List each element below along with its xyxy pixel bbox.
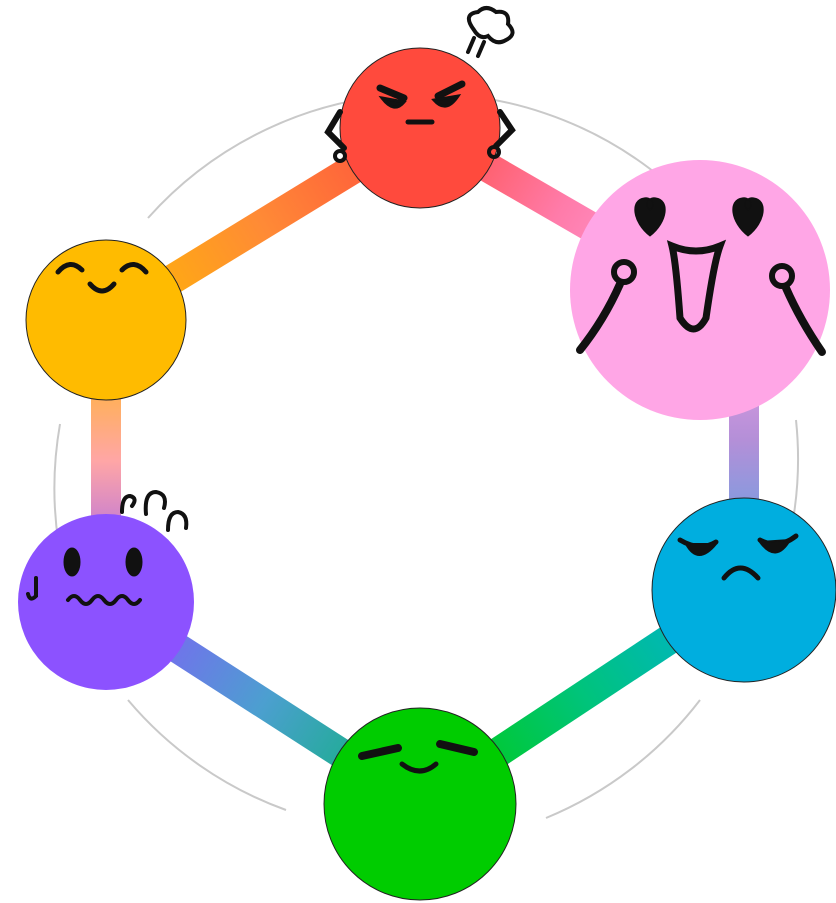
sad-face-icon	[677, 533, 799, 581]
happy-face-circle	[25, 239, 187, 401]
ring-arc-bottom-left	[127, 699, 287, 811]
content-face-circle	[323, 707, 517, 901]
emotion-node-angry[interactable]	[324, 6, 516, 209]
emotion-node-love[interactable]	[570, 160, 830, 420]
steam-puff-icon	[466, 6, 515, 58]
content-face-icon	[358, 740, 478, 774]
emotion-node-sad[interactable]	[651, 497, 836, 683]
worry-marks-icon	[120, 489, 189, 532]
ring-arc-bottom-right	[545, 699, 701, 819]
emotion-node-content[interactable]	[323, 707, 517, 901]
sad-face-circle	[651, 497, 836, 683]
heart-eye-left-icon	[634, 197, 666, 237]
anxious-face-icon	[26, 547, 143, 606]
love-face-circle	[570, 160, 830, 420]
angry-face-circle	[339, 47, 501, 209]
emotion-node-happy[interactable]	[25, 239, 187, 401]
heart-eye-right-icon	[732, 197, 764, 237]
love-face-icon	[576, 197, 826, 356]
emotion-node-anxious[interactable]	[18, 489, 194, 690]
angry-face-icon	[324, 80, 516, 163]
happy-face-icon	[55, 262, 149, 294]
